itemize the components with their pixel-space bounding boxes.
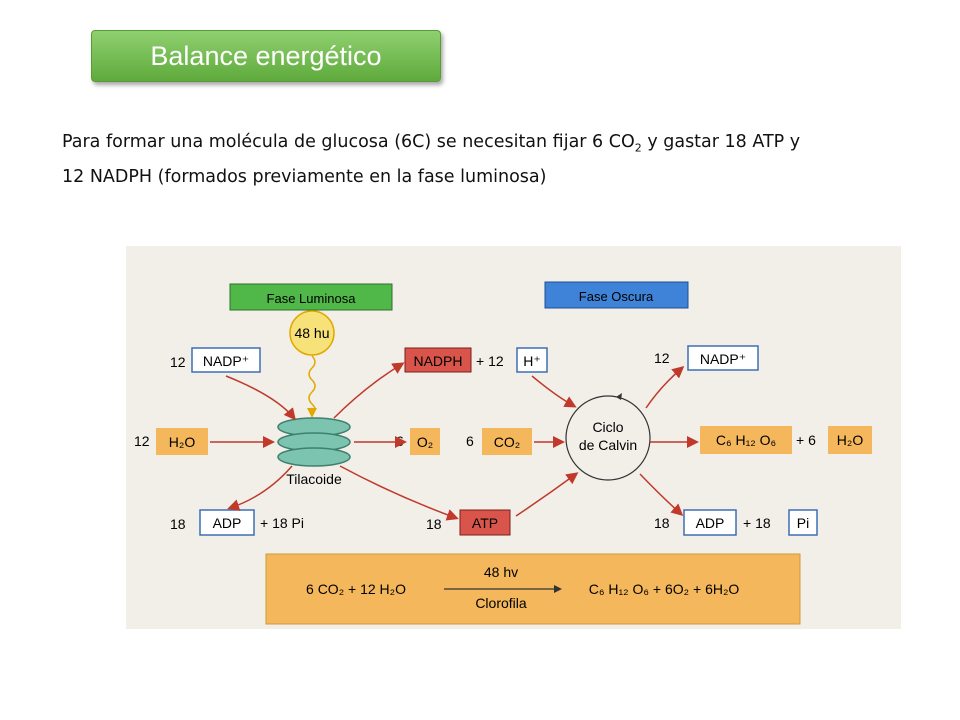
right-adp-box <box>683 509 737 536</box>
h-plus-box <box>516 347 548 373</box>
right-pi-label: Pi <box>797 515 809 531</box>
right-plus-18: + 18 <box>743 515 771 531</box>
left-adp-box <box>199 509 255 536</box>
equation-arrowhead <box>554 585 562 593</box>
fase-luminosa-label: Fase Luminosa <box>267 291 357 306</box>
right-nadp-box <box>687 345 759 371</box>
para-line2: 12 NADPH (formados previamente en la fas… <box>62 166 547 187</box>
glucose-label: C₆ H₁₂ O₆ <box>716 432 776 448</box>
fase-oscura-label: Fase Oscura <box>579 289 654 304</box>
light-wave <box>308 355 316 413</box>
thylakoid-icon <box>277 417 351 467</box>
right-nadp-label: NADP⁺ <box>700 351 746 367</box>
photosynthesis-diagram: Fase Luminosa Fase Oscura 48 hu Tilacoid… <box>126 246 901 629</box>
left-adp-coef: 18 <box>170 516 186 532</box>
light-arrowhead <box>307 408 317 418</box>
right-h2o-box <box>828 426 872 454</box>
nadph-plus-12: + 12 <box>476 353 504 369</box>
right-pi-box <box>788 509 818 536</box>
nadph-box <box>404 347 472 373</box>
o2-box <box>410 428 440 455</box>
co2-coef: 6 <box>466 433 474 449</box>
left-h2o-coef: 12 <box>134 433 150 449</box>
fase-oscura-box <box>544 281 689 309</box>
co2-label: CO₂ <box>494 434 520 450</box>
atp-box <box>459 509 511 536</box>
right-adp-label: ADP <box>696 515 725 531</box>
left-h2o-label: H₂O <box>169 434 196 450</box>
equation-reactants: 6 CO₂ + 12 H₂O <box>306 581 406 597</box>
thylakoid-label: Tilacoide <box>286 471 342 487</box>
cycle-arrowhead <box>616 393 622 400</box>
left-nadp-box <box>191 347 261 373</box>
light-energy-icon <box>289 310 335 356</box>
cycle-label-1: Ciclo <box>592 419 623 435</box>
o2-coef: 6 <box>396 433 404 449</box>
reaction-arrows <box>210 362 699 521</box>
cycle-label-2: de Calvin <box>579 437 637 453</box>
left-adp-label: ADP <box>213 515 242 531</box>
glucose-box <box>700 426 792 454</box>
title-banner: Balance energético <box>91 30 441 82</box>
atp-label: ATP <box>472 515 498 531</box>
para-line1-start: Para formar una molécula de glucosa (6C)… <box>62 132 635 152</box>
left-nadp-label: NADP⁺ <box>203 353 249 369</box>
light-energy-label: 48 hu <box>294 325 329 341</box>
slide-title: Balance energético <box>150 40 382 71</box>
left-h2o-box <box>156 428 208 455</box>
equation-products: C₆ H₁₂ O₆ + 6O₂ + 6H₂O <box>589 581 740 597</box>
right-nadp-coef: 12 <box>654 350 670 366</box>
right-adp-coef: 18 <box>654 515 670 531</box>
para-line1-end: y gastar 18 ATP y <box>641 132 801 152</box>
equation-energy: 48 hv <box>484 564 518 580</box>
h-plus-label: H⁺ <box>523 353 541 369</box>
calvin-cycle-circle <box>565 395 651 481</box>
left-nadp-coef: 12 <box>170 354 186 370</box>
description-paragraph: Para formar una molécula de glucosa (6C)… <box>62 128 922 192</box>
equation-catalyst: Clorofila <box>475 595 527 611</box>
fase-luminosa-box <box>229 283 393 311</box>
nadph-label: NADPH <box>413 353 462 369</box>
co2-box <box>482 428 532 455</box>
o2-label: O₂ <box>417 434 433 450</box>
left-pi-label: + 18 Pi <box>260 515 304 531</box>
right-h2o-label: H₂O <box>837 432 864 448</box>
atp-coef: 18 <box>426 516 442 532</box>
para-subscript: 2 <box>634 141 642 155</box>
glucose-plus-6: + 6 <box>796 432 816 448</box>
